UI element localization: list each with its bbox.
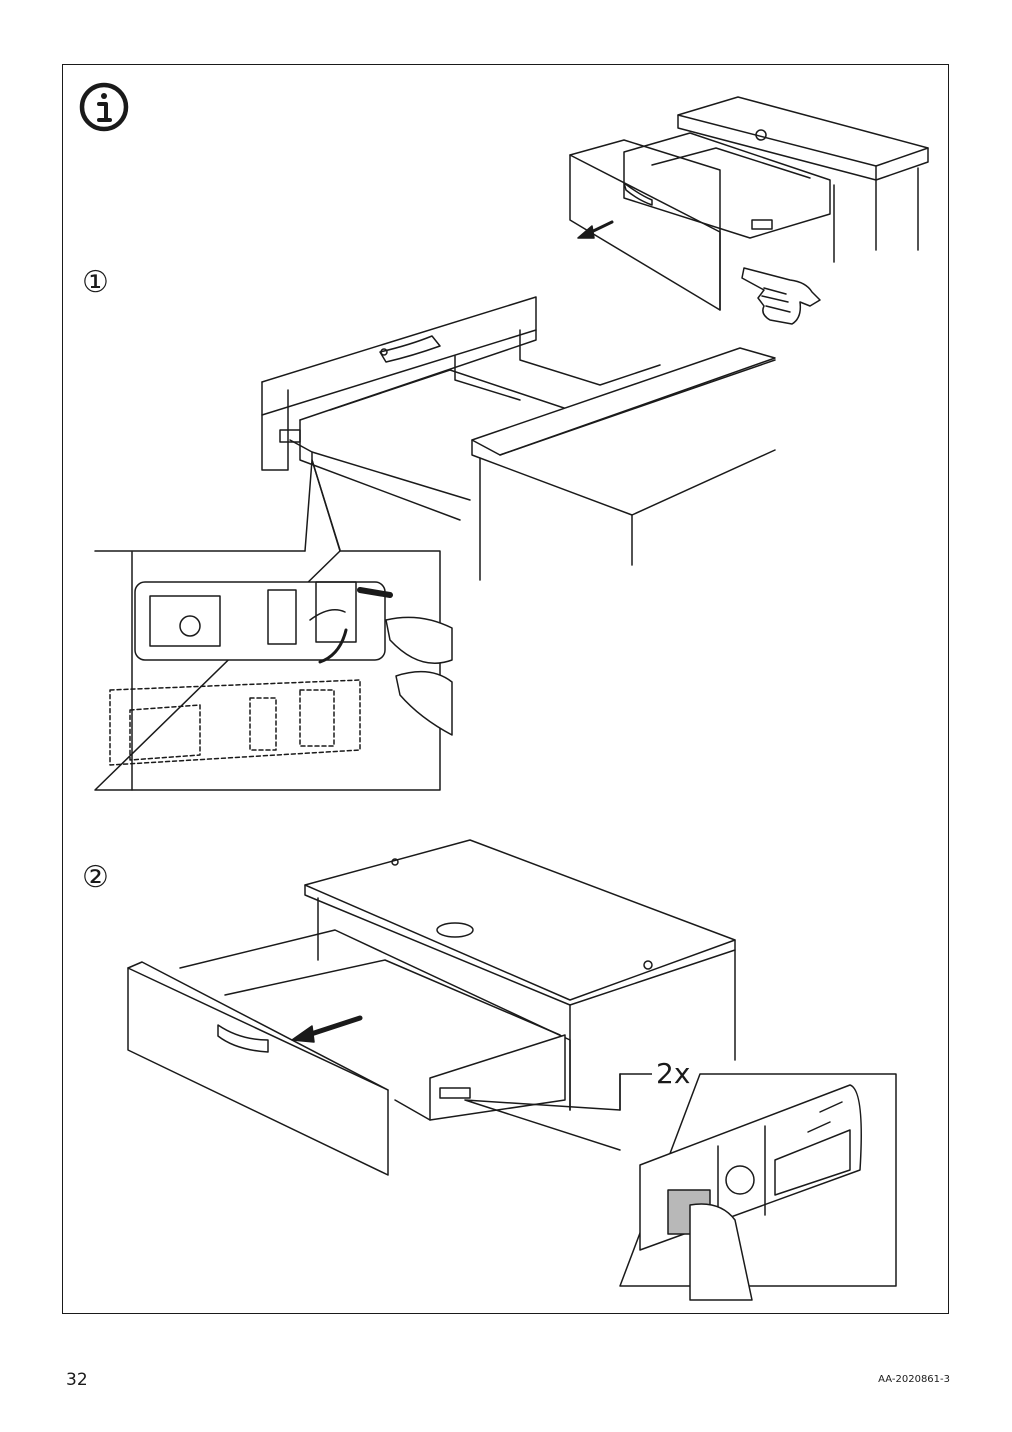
step-1-detail-callout: [94, 459, 453, 791]
finger-press-icon: [741, 267, 821, 325]
page-number: 32: [66, 1370, 88, 1390]
step-1-number: ①: [82, 265, 109, 300]
step-2-detail-callout: [464, 1073, 897, 1301]
info-icon: [79, 82, 129, 132]
step-2-number: ②: [82, 860, 109, 895]
repeat-count-label: 2x: [652, 1060, 695, 1088]
instruction-panel: [62, 64, 949, 1314]
overview-cabinet-illustration: [569, 96, 929, 311]
step-1-illustration: [261, 296, 776, 581]
step-2-illustration: [127, 839, 736, 1176]
document-code: AA-2020861-3: [878, 1374, 950, 1385]
